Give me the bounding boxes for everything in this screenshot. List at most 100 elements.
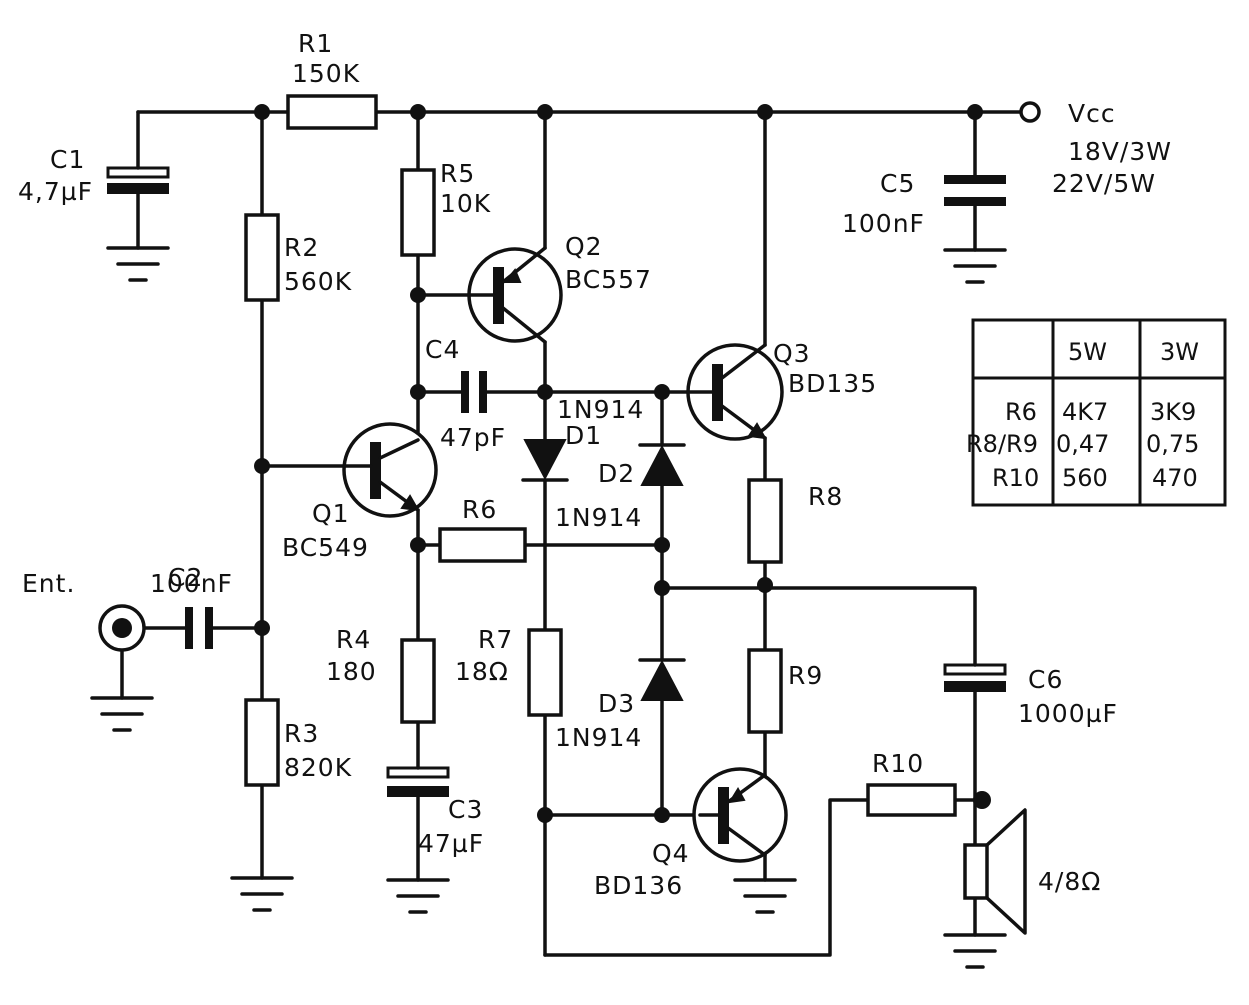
label-r4-ref: R4 [336, 625, 371, 654]
label-c4-value: 47pF [440, 423, 506, 452]
label-d1-value: 1N914 [555, 503, 642, 532]
label-c2-value-visible: 100nF [150, 569, 233, 598]
resistor-r5 [400, 168, 436, 257]
label-d3-value: 1N914 [555, 723, 642, 752]
resistor-r9 [747, 648, 783, 734]
label-r1-value: 150K [292, 59, 360, 88]
label-r3-ref: R3 [284, 719, 319, 748]
ground-icon [386, 878, 450, 914]
junction [967, 104, 983, 120]
table-cell: 560 [1062, 464, 1108, 492]
junction [410, 287, 426, 303]
junction [757, 104, 773, 120]
capacitor-c5 [944, 175, 1006, 206]
junction [654, 807, 670, 823]
resistor-r8 [747, 478, 783, 564]
resistor-r10 [866, 783, 957, 817]
label-r5-value: 10K [440, 189, 491, 218]
table-cell: 4K7 [1062, 398, 1108, 426]
label-r9-ref: R9 [788, 661, 823, 690]
diode-d2 [638, 443, 686, 486]
label-supply-line2: 22V/5W [1052, 169, 1156, 198]
junction [254, 104, 270, 120]
resistor-r1 [286, 94, 378, 130]
resistor-r3 [244, 698, 280, 787]
speaker-icon [963, 808, 1027, 935]
label-c1-ref: C1 [50, 145, 85, 174]
label-c5-ref: C5 [880, 169, 915, 198]
junction [254, 620, 270, 636]
label-d3-ref: D3 [598, 689, 635, 718]
capacitor-c3 [386, 766, 450, 797]
table-cell: 0,75 [1146, 430, 1199, 458]
label-r3-value: 820K [284, 753, 352, 782]
label-input: Ent. [22, 569, 75, 598]
junction [654, 537, 670, 553]
junction [410, 384, 426, 400]
table-cell: R8/R9 [966, 430, 1038, 458]
label-d1-value-top: 1N914 [557, 395, 644, 424]
label-supply-line1: 18V/3W [1068, 137, 1172, 166]
capacitor-c4 [461, 371, 487, 413]
value-table [971, 318, 1227, 507]
table-cell: 0,47 [1056, 430, 1109, 458]
junction [757, 577, 773, 593]
label-r5-ref: R5 [440, 159, 475, 188]
table-header-3w: 3W [1160, 338, 1199, 366]
label-c3-ref: C3 [448, 795, 483, 824]
transistor-q3 [686, 343, 784, 441]
ground-icon [106, 246, 170, 282]
resistor-r2 [244, 213, 280, 302]
label-r8-ref: R8 [808, 482, 843, 511]
junction [654, 580, 670, 596]
junction [654, 384, 670, 400]
capacitor-c6 [943, 663, 1007, 692]
label-r4-value: 180 [326, 657, 377, 686]
label-r2-ref: R2 [284, 233, 319, 262]
label-c1-value: 4,7µF [18, 177, 93, 206]
ground-icon [943, 933, 1007, 969]
junction [973, 791, 991, 809]
resistor-r4 [400, 638, 436, 724]
label-r10-ref: R10 [872, 749, 924, 778]
junction [537, 104, 553, 120]
label-q1-value: BC549 [282, 533, 369, 562]
label-r1-ref: R1 [298, 29, 333, 58]
diode-d3 [638, 658, 686, 701]
capacitor-c2 [185, 607, 213, 649]
table-header-5w: 5W [1068, 338, 1107, 366]
resistor-r6 [438, 527, 527, 563]
ground-icon [230, 876, 294, 912]
labels: R1 150K C1 4,7µF R2 560K R5 10K Q2 BC557… [18, 29, 1199, 900]
junction [410, 537, 426, 553]
label-r2-value: 560K [284, 267, 352, 296]
junction [410, 104, 426, 120]
table-cell: 3K9 [1150, 398, 1196, 426]
label-speaker-value: 4/8Ω [1038, 867, 1101, 896]
transistor-q4 [692, 767, 788, 863]
ground-icon [733, 878, 797, 914]
transistor-q2 [467, 246, 563, 344]
table-cell: R10 [992, 464, 1039, 492]
label-q4-value: BD136 [594, 871, 683, 900]
label-r6-ref: R6 [462, 495, 497, 524]
vcc-terminal-icon [1019, 101, 1041, 123]
table-cell: 470 [1152, 464, 1198, 492]
capacitor-c1 [106, 166, 170, 194]
label-q3-value: BD135 [788, 369, 877, 398]
label-q2-ref: Q2 [565, 232, 603, 261]
junctions [254, 104, 991, 823]
label-q3-ref: Q3 [773, 339, 811, 368]
ground-icon [90, 696, 154, 732]
junction [537, 807, 553, 823]
label-d2-ref: D2 [598, 459, 635, 488]
label-c2-ref: C2 [168, 563, 203, 592]
label-c4-ref: C4 [425, 335, 460, 364]
ground-icon [943, 248, 1007, 284]
label-r7-value: 18Ω [455, 657, 509, 686]
junction [254, 458, 270, 474]
label-c5-value: 100nF [842, 209, 925, 238]
label-q4-ref: Q4 [652, 839, 690, 868]
diode-d1 [521, 439, 569, 482]
